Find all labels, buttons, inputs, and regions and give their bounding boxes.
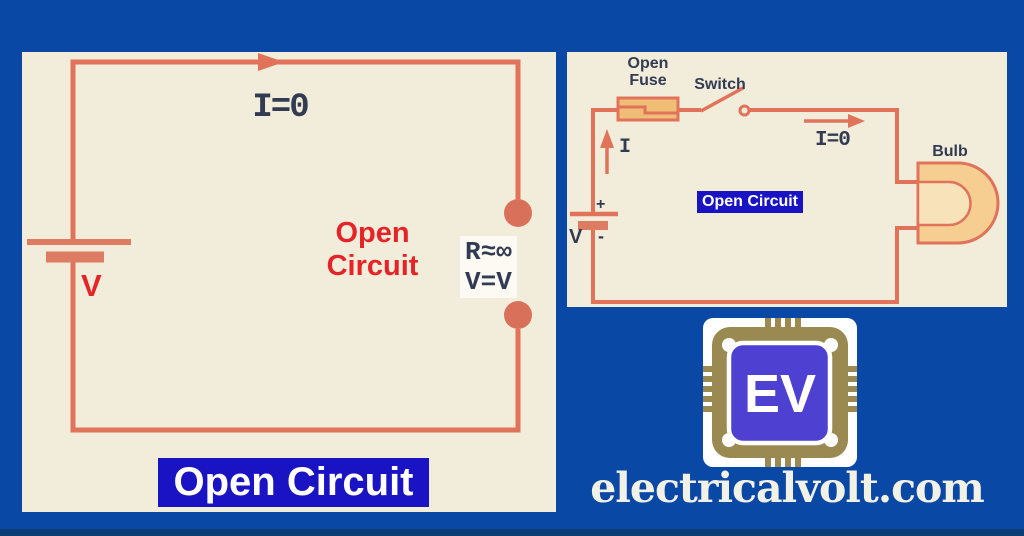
- chip-core-icon: [726, 340, 833, 446]
- website-url: electricalvolt.com: [590, 464, 985, 512]
- right-caption: Open Circuit: [697, 191, 804, 213]
- wire-return: [591, 226, 918, 304]
- switch-label: Switch: [694, 76, 746, 93]
- wire-switch-to-bulb: [750, 108, 918, 184]
- open-fuse-label: Open Fuse: [627, 55, 669, 89]
- right-circuit-svg: [570, 86, 1000, 304]
- wire-lower: [70, 261, 521, 433]
- resistance-voltage-note: R≈∞ V=V: [460, 236, 517, 298]
- open-circuit-annotation: Open Circuit: [326, 217, 419, 282]
- current-in-arrowhead-icon: [600, 129, 614, 148]
- logo-text: EV: [744, 364, 816, 424]
- bulb-label: Bulb: [932, 143, 968, 160]
- current-arrow-icon: [258, 53, 284, 71]
- battery-minus-label: -: [598, 226, 604, 246]
- bulb-filament-icon: [916, 180, 972, 227]
- terminal-dot-top: [504, 199, 532, 227]
- battery-plus-label: +: [596, 196, 606, 213]
- current-out-arrowhead-icon: [848, 114, 865, 128]
- chip-logo-icon: EV: [703, 318, 857, 467]
- current-out-label: I=0: [815, 129, 851, 152]
- left-caption: Open Circuit: [158, 458, 429, 507]
- left-circuit-panel: I=0 Open Circuit R≈∞ V=V V Open Circuit: [22, 52, 556, 512]
- fuse-blown-element-icon: [618, 105, 678, 115]
- left-circuit-svg: [27, 53, 532, 433]
- current-zero-label: I=0: [252, 89, 309, 127]
- fuse-icon: [616, 96, 680, 122]
- wire-battery-to-fuse: [591, 108, 618, 214]
- switch-lever-icon: [700, 86, 744, 113]
- right-circuit-panel: Open Fuse Switch I I=0 Bulb Open Circuit…: [567, 52, 1007, 307]
- wire-upper: [70, 59, 521, 240]
- bottom-edge-strip: [0, 529, 1024, 536]
- voltage-source-label: V: [81, 268, 102, 303]
- terminal-dot-bottom: [504, 301, 532, 329]
- voltage-source-label: V: [569, 226, 583, 248]
- chip-pins-icon: [703, 318, 857, 467]
- current-in-label: I: [619, 136, 632, 159]
- switch-contact-icon: [738, 104, 751, 117]
